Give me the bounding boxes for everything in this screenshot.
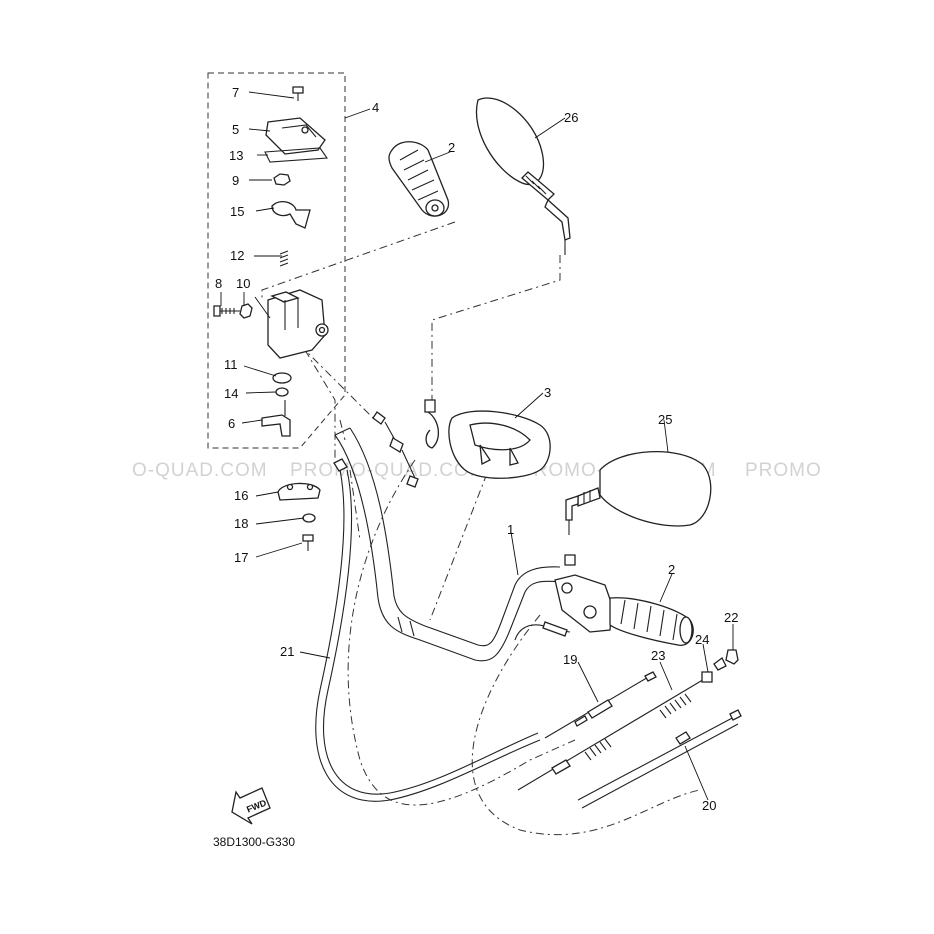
diagram-code: 38D1300-G330: [213, 835, 295, 849]
handlebar: [334, 427, 561, 662]
callout-14: 14: [224, 386, 238, 401]
mirror-25: [565, 450, 712, 535]
lever-bracket: [424, 399, 551, 479]
cable-23: [517, 677, 707, 791]
callout-23: 23: [651, 648, 665, 663]
callout-25: 25: [658, 412, 672, 427]
throttle-cable-end: [372, 411, 419, 488]
grip-top: [388, 141, 450, 217]
callout-1: 1: [507, 522, 514, 537]
watermark-2: PROMO-QUAD.COM: [290, 460, 487, 481]
fwd-arrow-icon: FWD: [231, 787, 271, 825]
callout-13: 13: [229, 148, 243, 163]
lower-clamp-parts: [277, 482, 321, 551]
callout-17: 17: [234, 550, 248, 565]
adjusters: [701, 649, 739, 683]
mirror-26: [475, 97, 571, 255]
callout-3: 3: [544, 385, 551, 400]
callout-20: 20: [702, 798, 716, 813]
callout-19: 19: [563, 652, 577, 667]
callout-24: 24: [695, 632, 709, 647]
callout-2-right: 2: [668, 562, 675, 577]
lever-cable-end: [514, 621, 571, 641]
callout-labels: 7 4 5 13 9 15 12 8 10 11 14 6 2 26 3 25 …: [215, 85, 738, 813]
callout-2-top: 2: [448, 140, 455, 155]
callout-8: 8: [215, 276, 222, 291]
cable-19: [544, 671, 657, 739]
cable-20: [577, 709, 742, 809]
callout-9: 9: [232, 173, 239, 188]
callout-21: 21: [280, 644, 294, 659]
switch-assembly-box: [207, 72, 346, 449]
callout-18: 18: [234, 516, 248, 531]
assembly-paths: [261, 221, 701, 836]
callout-4: 4: [372, 100, 379, 115]
switch-parts: [213, 86, 329, 437]
callout-15: 15: [230, 204, 244, 219]
cable-21: [315, 458, 541, 802]
callout-16: 16: [234, 488, 248, 503]
watermark-4: PROMO: [745, 460, 822, 481]
callout-7: 7: [232, 85, 239, 100]
callout-11: 11: [224, 357, 238, 372]
callout-10: 10: [236, 276, 250, 291]
leader-lines: [220, 91, 734, 801]
callout-22: 22: [724, 610, 738, 625]
callout-6: 6: [228, 416, 235, 431]
watermark-1: O-QUAD.COM: [132, 460, 268, 481]
callout-12: 12: [230, 248, 244, 263]
callout-5: 5: [232, 122, 239, 137]
grip-right-assembly: [554, 554, 694, 646]
callout-26: 26: [564, 110, 578, 125]
